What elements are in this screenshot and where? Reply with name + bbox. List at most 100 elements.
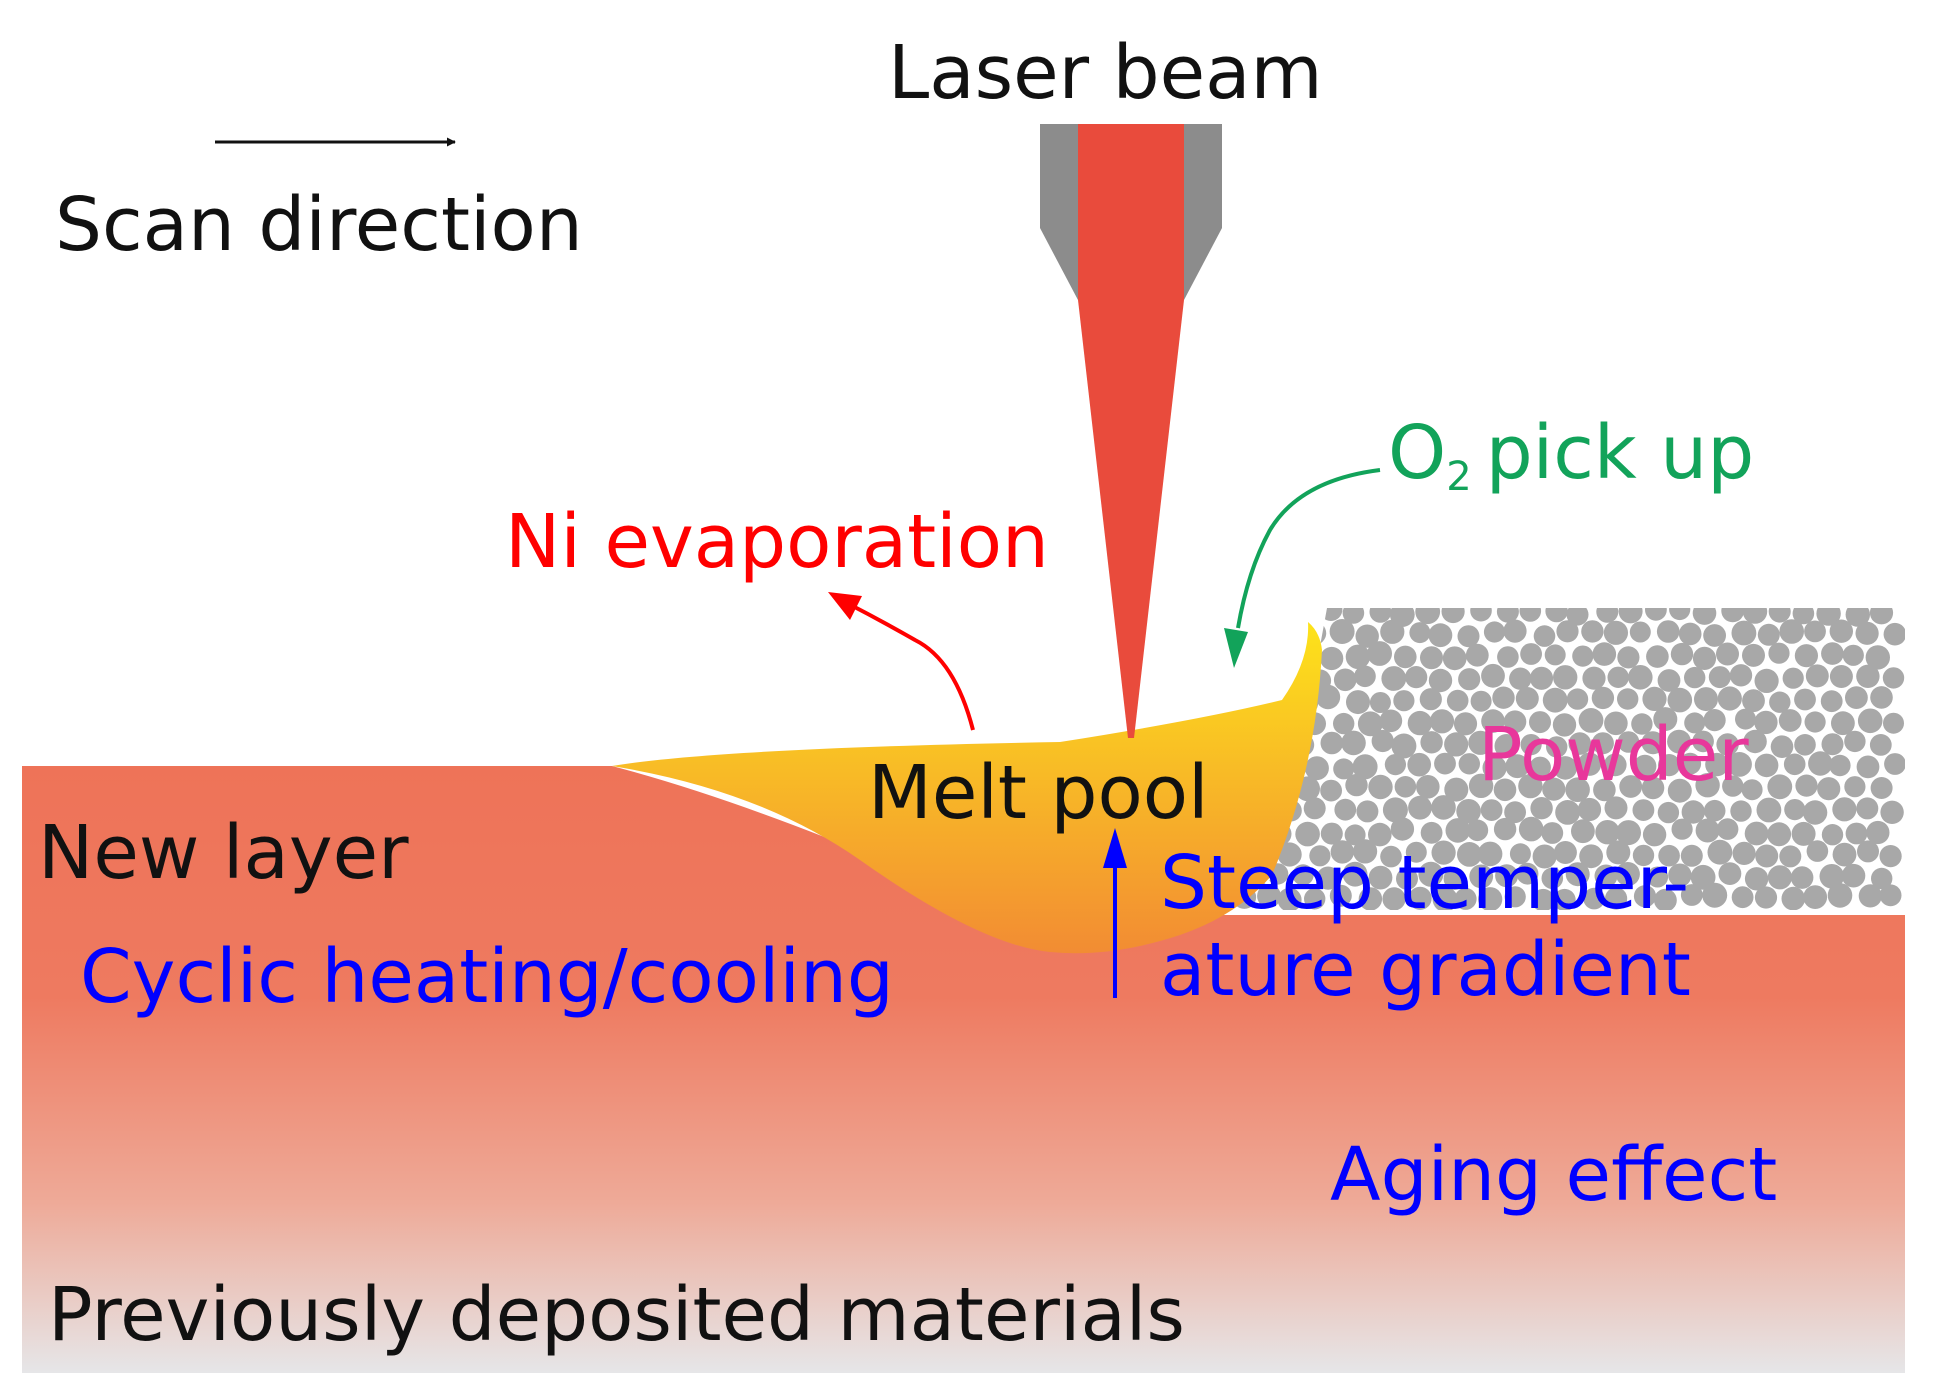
powder-particle: [1254, 664, 1279, 689]
powder-particle: [1755, 844, 1779, 868]
powder-particle: [1555, 800, 1580, 825]
powder-particle: [1497, 646, 1519, 668]
powder-particle: [1346, 690, 1370, 715]
cyclic-heating-cooling-label: Cyclic heating/cooling: [80, 934, 894, 1020]
powder-particle: [1817, 777, 1841, 801]
powder-particle: [1565, 777, 1590, 802]
powder-particle: [1267, 646, 1293, 672]
powder-particle: [1295, 821, 1320, 847]
powder-particle: [1342, 861, 1368, 887]
powder-particle: [1802, 800, 1828, 825]
powder-particle: [1516, 862, 1539, 885]
powder-particle: [1495, 864, 1519, 888]
powder-particle: [1692, 730, 1714, 753]
powder-particle: [1631, 713, 1653, 735]
powder-particle: [1647, 866, 1669, 888]
powder-particle: [1832, 842, 1857, 867]
powder-particle: [1316, 866, 1340, 890]
powder-particle: [1292, 864, 1314, 886]
powder-particle: [1356, 800, 1379, 823]
powder-particle: [1694, 687, 1718, 712]
powder-particle: [1657, 801, 1680, 824]
powder-particle: [1779, 845, 1802, 868]
powder-particle: [1480, 799, 1503, 821]
o2-prefix: O: [1388, 410, 1446, 496]
powder-particle: [1384, 754, 1406, 776]
powder-particle: [1277, 842, 1302, 867]
melt-pool-shape: [612, 622, 1322, 954]
powder-particle: [1382, 887, 1406, 910]
powder-particle: [1529, 711, 1551, 734]
powder-particle: [1858, 884, 1882, 908]
powder-particle: [1470, 608, 1492, 622]
o2-pickup-arrowhead: [1224, 628, 1248, 668]
powder-particle: [1482, 755, 1507, 780]
powder-particle: [1832, 797, 1857, 822]
powder-particle: [1494, 734, 1519, 758]
powder-particle: [1845, 686, 1868, 709]
powder-particle: [1692, 608, 1717, 625]
previously-deposited-label: Previously deposited materials: [48, 1272, 1185, 1358]
powder-particle: [1642, 823, 1667, 847]
powder-particle: [1705, 752, 1729, 777]
powder-particle: [1757, 623, 1780, 646]
powder-particle: [1405, 666, 1428, 689]
powder-particle: [1481, 709, 1505, 733]
powder-particle: [1568, 732, 1592, 755]
powder-particle: [1458, 668, 1481, 691]
powder-particle: [1603, 620, 1628, 645]
powder-particle: [1542, 687, 1568, 713]
powder-particle: [1409, 622, 1431, 644]
powder-particle: [1593, 778, 1616, 802]
o2-pickup-arrow: [1236, 468, 1381, 629]
powder-particle: [1742, 643, 1765, 667]
powder-particle: [1504, 886, 1526, 908]
powder-particle: [1352, 754, 1378, 780]
powder-particle: [1478, 887, 1503, 910]
powder-particle: [1493, 778, 1517, 802]
powder-particle: [1768, 642, 1790, 664]
powder-particle: [1579, 844, 1603, 869]
temperature-gradient-arrowhead: [1103, 828, 1127, 868]
powder-particle: [1454, 887, 1477, 910]
powder-particle: [1253, 621, 1278, 646]
powder-particle: [1703, 709, 1726, 732]
powder-particle: [1408, 886, 1432, 910]
powder-particle: [1520, 643, 1542, 665]
powder-particle: [1756, 797, 1782, 823]
powder-particle: [1546, 736, 1568, 758]
powder-particle: [1882, 667, 1905, 689]
powder-particle: [1532, 844, 1557, 869]
powder-particle: [1418, 861, 1444, 887]
powder-particle: [1653, 707, 1678, 732]
powder-particle: [1470, 690, 1492, 712]
powder-particle: [1820, 690, 1843, 713]
powder-particle: [1642, 686, 1667, 712]
powder-particle: [1334, 798, 1357, 821]
powder-particle: [1592, 642, 1617, 666]
powder-particle: [1591, 732, 1614, 755]
powder-particle: [1680, 884, 1703, 906]
steep-gradient-line1-label: Steep temper-: [1160, 840, 1689, 926]
powder-particle: [1504, 801, 1526, 824]
powder-particle: [1729, 664, 1753, 687]
powder-particle: [1353, 839, 1378, 864]
powder-particle: [1565, 862, 1590, 887]
powder-particle: [1493, 817, 1517, 841]
powder-particle: [1641, 776, 1665, 800]
powder-particle: [1782, 667, 1804, 689]
powder-particle: [1717, 686, 1742, 711]
powder-particle: [1671, 818, 1693, 840]
powder-particle: [1531, 888, 1555, 910]
powder-particle: [1371, 729, 1394, 753]
powder-particle: [1658, 844, 1680, 867]
powder-particle: [1333, 668, 1357, 692]
powder-particle: [1821, 733, 1844, 756]
powder-particle: [1617, 688, 1639, 710]
steep-gradient-line2-label: ature gradient: [1160, 927, 1691, 1013]
o2-subscript: 2: [1446, 454, 1471, 500]
powder-particle: [1265, 608, 1290, 626]
ni-evaporation-arrow: [844, 600, 975, 731]
powder-particle: [1879, 884, 1902, 907]
